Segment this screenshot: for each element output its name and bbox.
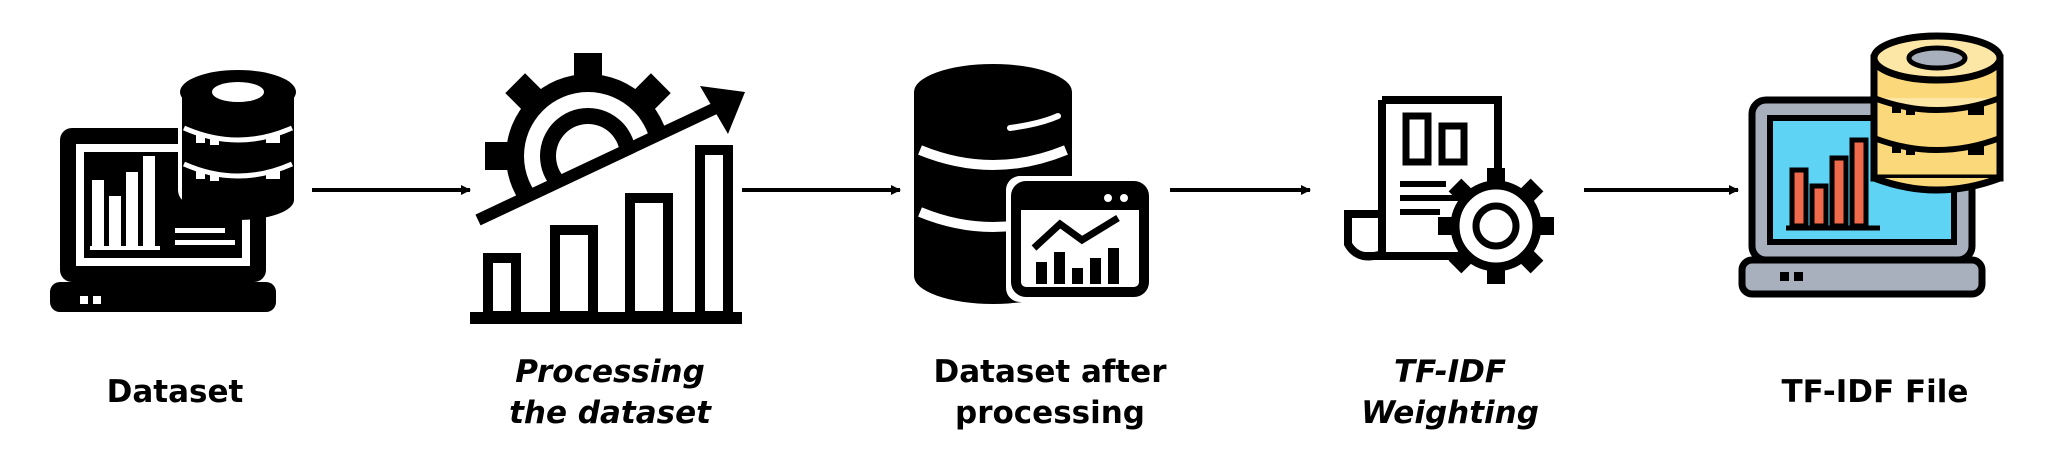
step-label-line: processing (955, 395, 1145, 431)
step-label-line: Dataset (106, 374, 244, 410)
step-label-line: the dataset (509, 395, 711, 431)
step-label-weighting: TF-IDF Weighting (1330, 352, 1570, 434)
laptop-database-color-icon (1738, 32, 2004, 298)
step-label-output: TF-IDF File (1740, 372, 2010, 413)
step-label-dataset: Dataset (60, 372, 290, 413)
step-label-line: Processing (515, 354, 705, 390)
document-gear-icon (1344, 96, 1554, 284)
database-analytics-window-icon (914, 64, 1154, 304)
gear-growth-chart-icon (470, 53, 760, 330)
step-label-processed: Dataset after processing (900, 352, 1200, 434)
step-label-line: TF-IDF File (1781, 374, 1969, 410)
step-label-line: TF-IDF (1393, 354, 1507, 390)
step-label-processing: Processing the dataset (470, 352, 750, 434)
laptop-database-icon (50, 70, 298, 312)
step-label-line: Dataset after (933, 354, 1167, 390)
step-label-line: Weighting (1361, 395, 1539, 431)
